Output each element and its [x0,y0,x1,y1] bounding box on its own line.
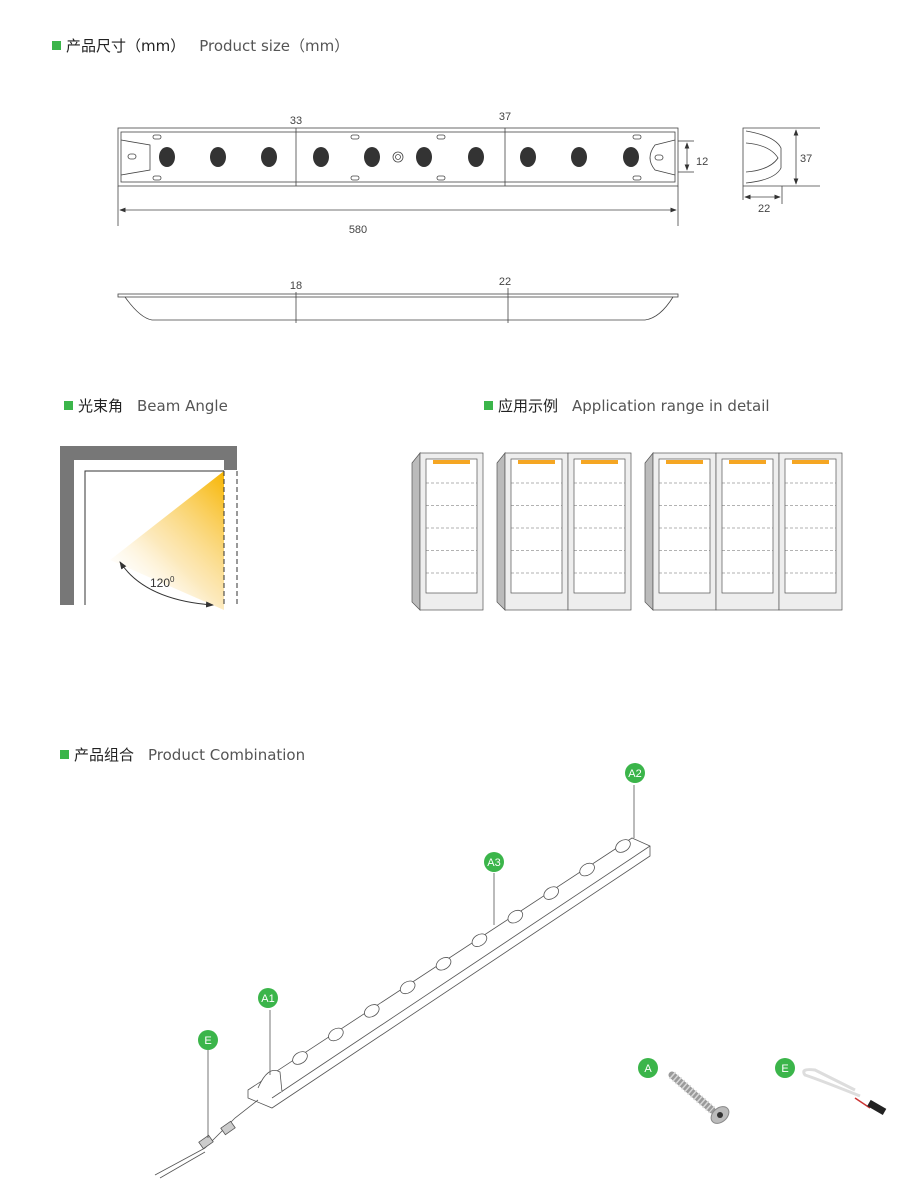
section-header-application: 应用示例 Application range in detail [484,395,770,416]
led-hole [471,933,488,947]
led-hole [364,147,380,167]
led-hole [399,980,416,995]
label-badge [775,1058,795,1078]
dim-label: 22 [758,203,770,215]
led-hole [543,886,559,900]
fridge-side [496,452,506,611]
header-cn: 应用示例 [498,397,559,415]
led-hole [328,1027,344,1042]
dim-label: 22 [499,276,511,288]
beam-angle-value: 1200 [150,575,175,590]
label-badge-text: A3 [487,857,500,869]
led-hole [507,909,524,924]
green-square-icon [64,401,73,410]
label-badge [625,763,645,783]
led-hole [623,147,639,167]
screw-image [668,1071,730,1124]
fridge-window [721,458,774,594]
mount-slot [436,175,446,181]
section-header-combination: 产品组合 Product Combination [60,744,305,765]
header-en: Application range in detail [572,396,770,415]
label-badge-text: A1 [261,993,274,1005]
header-cn: 光束角 [78,397,124,415]
led-hole [210,147,226,167]
led-hole [615,839,631,853]
dim-label: 37 [499,111,511,123]
dim-label: 37 [800,153,812,165]
header-en: Beam Angle [137,396,228,415]
cable-image [802,1068,887,1115]
mount-slot [632,134,642,140]
dim-label: 12 [696,156,708,168]
led-strip [792,460,829,464]
header-cn: 产品尺寸（mm） [66,37,186,55]
green-square-icon [52,41,61,50]
top-view-drawing [117,127,694,226]
mount-slot [152,175,162,181]
dim-label: 33 [290,115,302,127]
header-en: Product size（mm） [199,37,350,55]
led-strip [729,460,766,464]
led-hole [579,862,595,877]
header-cn: 产品组合 [74,746,135,764]
fridge-window [784,458,837,594]
mount-slot [632,175,642,181]
label-badge [258,988,278,1008]
fridge-window [658,458,711,594]
label-badge-text: E [204,1035,211,1047]
led-hole [416,147,432,167]
fridge-window [510,458,563,594]
led-hole [468,147,484,167]
header-en: Product Combination [148,745,306,764]
dim-label: 580 [349,224,367,236]
beam-angle-diagram [60,446,238,610]
green-square-icon [60,750,69,759]
led-hole [364,1004,380,1018]
label-badge-text: E [781,1063,788,1075]
led-hole [520,147,536,167]
fridge-side [411,452,421,611]
label-badge [484,852,504,872]
label-badge-text: A2 [628,768,641,780]
led-hole [313,147,329,167]
led-strip [433,460,470,464]
label-badge [198,1030,218,1050]
combination-bar-drawing [154,785,651,1179]
mount-slot [350,175,360,181]
led-strip [666,460,703,464]
led-hole [292,1051,308,1065]
label-badge [638,1058,658,1078]
led-strip [581,460,618,464]
mount-slot [436,134,446,140]
fridge-window [425,458,478,594]
label-badge-text: A [644,1063,652,1075]
fridge-side [644,452,654,611]
led-strip [518,460,555,464]
section-header-product-size: 产品尺寸（mm） Product size（mm） [52,35,349,56]
dim-label: 18 [290,280,302,292]
led-hole [261,147,277,167]
profile-view-drawing [117,288,679,323]
mount-slot [350,134,360,140]
application-fridges [411,452,843,611]
end-view-drawing [742,127,820,204]
section-header-beam-angle: 光束角 Beam Angle [64,395,228,416]
mount-slot [152,134,162,140]
led-hole [159,147,175,167]
led-hole [571,147,587,167]
fridge-window [573,458,626,594]
led-hole [435,957,452,971]
green-square-icon [484,401,493,410]
